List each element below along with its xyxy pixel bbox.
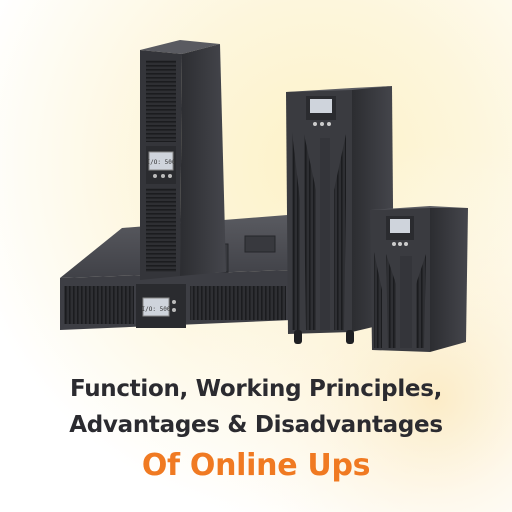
ups-small-tower-icon — [370, 206, 468, 352]
rack-horizontal-lcd: I/O: 500 — [142, 306, 171, 313]
headline-line-2: Advantages & Disadvantages — [69, 412, 443, 438]
headline-line-1: Function, Working Principles, — [69, 376, 443, 402]
ups-rack-tower-icon: I/O: 500 — [140, 40, 226, 280]
rack-tower-lcd: I/O: 500 — [147, 159, 176, 166]
headline-line-3: Of Online Ups — [141, 448, 371, 483]
